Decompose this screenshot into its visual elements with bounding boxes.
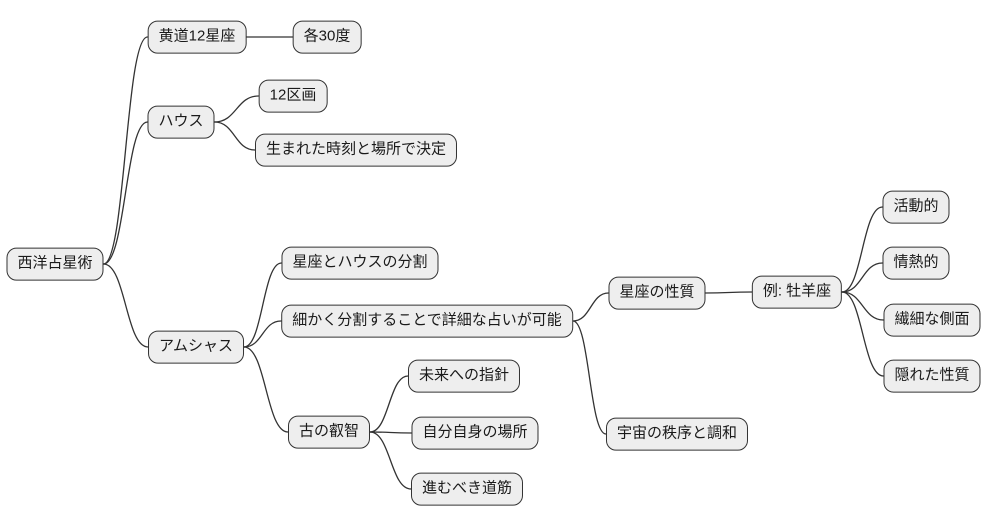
node-label: 例: 牡羊座 bbox=[762, 282, 832, 300]
mindmap-node-future: 未来への指針 bbox=[407, 359, 521, 393]
mindmap-node-nature: 星座の性質 bbox=[608, 276, 706, 310]
node-label: 繊細な側面 bbox=[894, 310, 970, 328]
mindmap-node-active: 活動的 bbox=[882, 190, 950, 224]
mindmap-node-path: 進むべき道筋 bbox=[410, 472, 524, 506]
node-label: アムシャス bbox=[159, 337, 233, 355]
mindmap-node-aries: 例: 牡羊座 bbox=[751, 275, 843, 309]
mindmap-node-amshas: アムシャス bbox=[148, 330, 244, 364]
node-label: 12区画 bbox=[269, 86, 317, 104]
node-label: 情熱的 bbox=[893, 253, 939, 271]
mindmap-node-div12: 12区画 bbox=[258, 79, 328, 113]
node-label: 西洋占星術 bbox=[17, 254, 93, 272]
node-label: 各30度 bbox=[303, 27, 351, 45]
node-label: 細かく分割することで詳細な占いが可能 bbox=[292, 311, 562, 329]
mindmap-node-split: 星座とハウスの分割 bbox=[281, 246, 439, 280]
node-label: 未来への指針 bbox=[418, 366, 510, 384]
mindmap-node-cosmos: 宇宙の秩序と調和 bbox=[605, 417, 749, 451]
mindmap-node-wisdom: 古の叡智 bbox=[287, 415, 371, 449]
mindmap-node-subtle: 繊細な側面 bbox=[883, 303, 981, 337]
node-label: 隠れた性質 bbox=[894, 366, 970, 384]
node-label: ハウス bbox=[158, 112, 204, 130]
node-label: 古の叡智 bbox=[298, 422, 360, 440]
node-label: 進むべき道筋 bbox=[421, 479, 513, 497]
mindmap-node-hidden: 隠れた性質 bbox=[883, 359, 981, 393]
node-label: 生まれた時刻と場所で決定 bbox=[265, 140, 447, 158]
mindmap-node-deg30: 各30度 bbox=[292, 20, 362, 54]
mindmap-node-root: 西洋占星術 bbox=[6, 247, 104, 281]
node-label: 宇宙の秩序と調和 bbox=[616, 424, 738, 442]
node-label: 星座の性質 bbox=[619, 283, 695, 301]
mindmap-node-birth: 生まれた時刻と場所で決定 bbox=[254, 133, 458, 167]
mindmap-node-passion: 情熱的 bbox=[882, 246, 950, 280]
mindmap-node-house: ハウス bbox=[147, 105, 215, 139]
node-label: 黄道12星座 bbox=[158, 27, 236, 45]
node-label: 星座とハウスの分割 bbox=[292, 253, 428, 271]
mindmap-node-zodiac: 黄道12星座 bbox=[147, 20, 247, 54]
node-label: 活動的 bbox=[893, 197, 939, 215]
node-label: 自分自身の場所 bbox=[422, 423, 528, 441]
mindmap-node-detail: 細かく分割することで詳細な占いが可能 bbox=[281, 304, 573, 338]
mindmap-node-self: 自分自身の場所 bbox=[411, 416, 539, 450]
